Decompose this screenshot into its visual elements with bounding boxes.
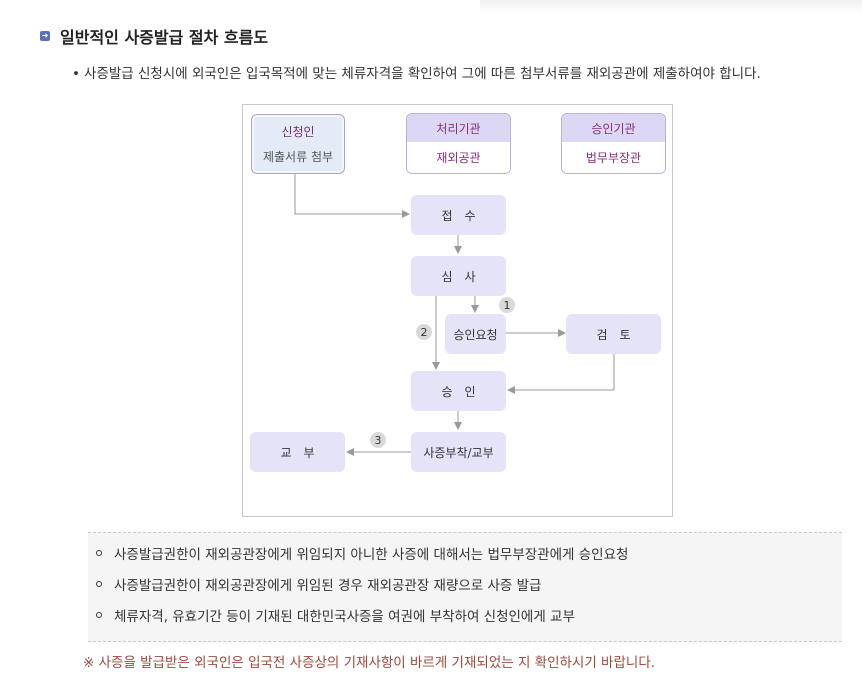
processing-org-name: 재외공관 [407,142,510,173]
approval-org-title: 승인기관 [562,114,665,142]
flow-diagram: 신청인 제출서류 첨부 처리기관 재외공관 승인기관 법무부장관 접 수 심 사… [242,104,673,517]
intro-text: 사증발급 신청시에 외국인은 입국목적에 맞는 체류자격을 확인하여 그에 따른… [84,66,761,82]
note-item: 사증발급권한이 재외공관장에게 위임된 경우 재외공관장 재량으로 사증 발급 [96,574,541,594]
badge-two: 2 [416,324,432,340]
note-item: 사증발급권한이 재외공관장에게 위임되지 아니한 사증에 대해서는 법무부장관에… [96,543,628,563]
bullet-dot: • [72,66,80,82]
flow-arrows [294,174,615,456]
approval-step: 승 인 [411,371,506,411]
note-text: 사증발급권한이 재외공관장에게 위임된 경우 재외공관장 재량으로 사증 발급 [114,578,542,594]
approval-request-step: 승인요청 [445,314,506,354]
circle-bullet-icon [96,550,102,556]
processing-org-node: 처리기관 재외공관 [406,113,511,174]
review-step: 심 사 [411,256,506,296]
examination-step: 검 토 [566,314,661,354]
arrow-applicant-to-reception [294,174,410,218]
circle-bullet-icon [96,581,102,587]
section-heading: ➜ 일반적인 사증발급 절차 흐름도 [40,24,268,48]
arrow-right-square-icon: ➜ [40,31,50,41]
delivery-step: 교 부 [250,432,345,472]
note-text: 사증발급권한이 재외공관장에게 위임되지 아니한 사증에 대해서는 법무부장관에… [114,547,629,563]
arrow-exam-to-approval [507,353,615,394]
approval-org-node: 승인기관 법무부장관 [561,113,666,174]
footnote: ※ 사증을 발급받은 외국인은 입국전 사증상의 기재사항이 바르게 기재되었는… [83,655,656,671]
top-shade [480,0,862,14]
badge-three: 3 [370,432,386,448]
intro-paragraph: • 사증발급 신청시에 외국인은 입국목적에 맞는 체류자격을 확인하여 그에 … [72,63,840,85]
note-item: 체류자격, 유효기간 등이 기재된 대한민국사증을 여권에 부착하여 신청인에게… [96,605,575,625]
note-text: 체류자격, 유효기간 등이 기재된 대한민국사증을 여권에 부착하여 신청인에게… [114,609,575,625]
applicant-label: 신청인 [281,125,315,139]
notes-box: 사증발급권한이 재외공관장에게 위임되지 아니한 사증에 대해서는 법무부장관에… [88,532,842,642]
reception-step: 접 수 [411,195,506,235]
badge-one: 1 [499,297,515,313]
section-title: 일반적인 사증발급 절차 흐름도 [60,28,269,47]
applicant-documents: 제출서류 첨부 [262,150,334,164]
approval-org-name: 법무부장관 [562,142,665,173]
processing-org-title: 처리기관 [407,114,510,142]
visa-attach-step: 사증부착/교부 [411,432,506,472]
circle-bullet-icon [96,612,102,618]
applicant-node: 신청인 제출서류 첨부 [251,114,345,174]
